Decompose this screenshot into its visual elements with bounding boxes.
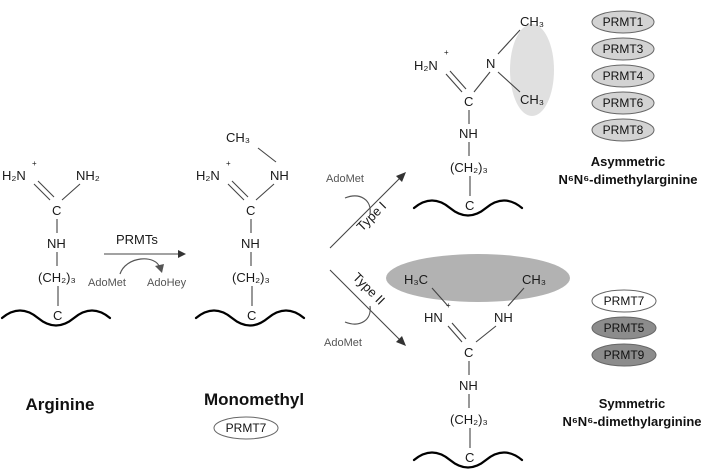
- symmetric-title: Symmetric: [599, 396, 665, 411]
- asymmetric-dimethyl-highlight: [510, 24, 554, 116]
- prmts-label: PRMTs: [116, 232, 158, 247]
- sym-nh: NH: [494, 310, 513, 325]
- sym-h3c: H₃C: [404, 272, 428, 287]
- asym-ch2-chain: (CH₂)₃: [450, 160, 488, 175]
- enzyme-pill: PRMT6: [591, 91, 655, 115]
- monomethyl-ch2-chain: (CH₂)₃: [232, 270, 270, 285]
- monomethyl-structure: CH₃ H₂N + NH C NH (CH₂)₃ C: [194, 130, 306, 327]
- arginine-c: C: [52, 203, 61, 218]
- adohey-label: AdoHey: [147, 277, 187, 289]
- enzyme-pill: PRMT9: [591, 343, 657, 367]
- asym-plus: +: [444, 48, 449, 57]
- asym-c: C: [464, 94, 473, 109]
- monomethyl-ch3: CH₃: [226, 130, 250, 145]
- prmts-reaction: PRMTs AdoMet AdoHey: [88, 232, 187, 289]
- sym-nh-2: NH: [459, 378, 478, 393]
- type2-label: Type II: [350, 270, 388, 308]
- enzyme-label: PRMT6: [603, 96, 644, 110]
- asym-h2n: H₂N: [414, 58, 438, 73]
- sym-ch3: CH₃: [522, 272, 546, 287]
- arginine-ch2-chain: (CH₂)₃: [38, 270, 76, 285]
- enzyme-label: PRMT3: [603, 42, 644, 56]
- enzyme-label: PRMT4: [603, 69, 644, 83]
- sym-hn: HN: [424, 310, 443, 325]
- asymmetric-title: Asymmetric: [591, 154, 665, 169]
- enzyme-pill: PRMT7: [591, 289, 657, 313]
- monomethyl-plus: +: [226, 159, 231, 168]
- arginine-title: Arginine: [26, 395, 95, 414]
- asym-backbone: [412, 199, 524, 217]
- symmetric-structure: H₃C CH₃ HN + NH C NH (CH₂)₃ C: [404, 272, 546, 469]
- sym-ch2-chain: (CH₂)₃: [450, 412, 488, 427]
- enzyme-label: PRMT8: [603, 123, 644, 137]
- sym-c: C: [464, 345, 473, 360]
- enzyme-label: PRMT9: [604, 348, 645, 362]
- enzyme-pill: PRMT5: [591, 316, 657, 340]
- enzyme-label: PRMT5: [604, 321, 645, 335]
- monomethyl-title: Monomethyl: [204, 390, 304, 409]
- asym-ch3-top: CH₃: [520, 14, 544, 29]
- adomet-type2-label: AdoMet: [324, 337, 362, 349]
- asymmetric-structure: CH₃ CH₃ N H₂N + C NH (CH₂)₃ C: [412, 14, 544, 217]
- sym-plus: +: [446, 301, 451, 310]
- enzyme-pill: PRMT4: [591, 64, 655, 88]
- monomethyl-backbone-c: C: [247, 308, 256, 323]
- enzyme-label: PRMT1: [603, 15, 644, 29]
- arginine-nh2: NH₂: [76, 168, 100, 183]
- symmetric-subtitle: N⁶N⁶-dimethylarginine: [562, 414, 701, 429]
- adomet-label: AdoMet: [88, 277, 126, 289]
- enzyme-pill: PRMT1: [591, 10, 655, 34]
- arginine-backbone: [0, 309, 112, 327]
- arginine-h2n: H₂N: [2, 168, 26, 183]
- monomethyl-nh: NH: [270, 168, 289, 183]
- asym-nh: NH: [459, 126, 478, 141]
- asym-backbone-c: C: [465, 198, 474, 213]
- monomethyl-nh-2: NH: [241, 236, 260, 251]
- enzyme-pill: PRMT8: [591, 118, 655, 142]
- monomethyl-h2n: H₂N: [196, 168, 220, 183]
- symmetric-dimethyl-highlight: [386, 254, 570, 302]
- sym-backbone-c: C: [465, 450, 474, 465]
- arginine-plus: +: [32, 159, 37, 168]
- asymmetric-subtitle: N⁶N⁶-dimethylarginine: [558, 172, 697, 187]
- arginine-nh: NH: [47, 236, 66, 251]
- type2-enzymes: PRMT7 PRMT5 PRMT9: [591, 289, 657, 367]
- enzyme-label: PRMT7: [226, 421, 267, 435]
- type1-reaction: Type I AdoMet: [326, 172, 406, 249]
- type1-label: Type I: [354, 198, 390, 234]
- monomethyl-backbone: [194, 309, 306, 327]
- arginine-structure: H₂N + NH₂ C NH (CH₂)₃ C: [0, 159, 112, 327]
- adomet-type1-label: AdoMet: [326, 173, 364, 185]
- monomethyl-c: C: [246, 203, 255, 218]
- enzyme-label: PRMT7: [604, 294, 645, 308]
- arginine-backbone-c: C: [53, 308, 62, 323]
- asym-ch3-bottom: CH₃: [520, 92, 544, 107]
- asym-n: N: [486, 56, 495, 71]
- enzyme-pill: PRMT3: [591, 37, 655, 61]
- type1-enzymes: PRMT1 PRMT3 PRMT4 PRMT6 PRMT8: [591, 10, 655, 142]
- monomethyl-enzyme-pill: PRMT7: [213, 416, 279, 440]
- sym-backbone: [412, 451, 524, 469]
